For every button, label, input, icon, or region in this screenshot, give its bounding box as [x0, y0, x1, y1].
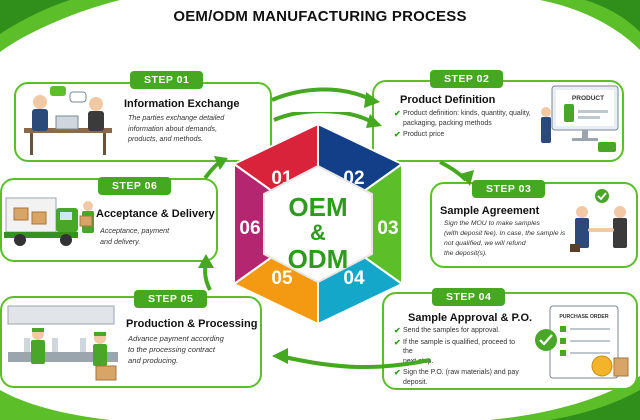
check-icon: ✔: [394, 337, 401, 347]
handshake-illustration: [568, 186, 634, 264]
direction-triangle-icon: [420, 220, 426, 228]
step-01-title: Information Exchange: [124, 98, 240, 110]
step-02-badge: STEP 02: [430, 70, 504, 88]
desc-line: Sign the MOU to make samples: [444, 220, 540, 227]
direction-triangle-icon: [210, 220, 216, 228]
step-04-badge: STEP 04: [432, 288, 506, 306]
desc-line: and producing.: [128, 356, 179, 365]
decorative-swoosh-top-left: [0, 0, 120, 52]
desc-line: Advance payment according: [128, 334, 224, 343]
step-01-description: The parties exchange detailed informatio…: [128, 113, 268, 145]
desc-line: information about demands,: [128, 123, 218, 133]
segment-label-04: 04: [343, 268, 365, 289]
decorative-swoosh-top-right: [540, 0, 640, 50]
cycle-arrow-top: [273, 112, 373, 124]
desc-line: to the processing contract: [128, 345, 215, 354]
step-05-title: Production & Processing: [126, 318, 258, 330]
page-title: OEM/ODM MANUFACTURING PROCESS: [173, 8, 467, 25]
list-item: ✔Send the samples for approval.: [394, 326, 520, 336]
purchase-order-label: PURCHASE ORDER: [559, 314, 609, 320]
desc-line: not qualified, we will refund: [444, 240, 526, 247]
desc-line: The parties exchange detailed: [128, 113, 225, 122]
step-05-description: Advance payment according to the process…: [128, 333, 262, 366]
desc-line: Acceptance, payment: [100, 226, 170, 235]
step-02-title: Product Definition: [400, 94, 496, 106]
check-icon: ✔: [394, 109, 401, 118]
meeting-illustration: [16, 84, 120, 160]
list-item: ✔Product price: [394, 130, 534, 140]
desc-line: (with deposit fee). In case, the sample …: [444, 230, 566, 237]
segment-label-06: 06: [239, 218, 260, 239]
step-05-badge: STEP 05: [134, 290, 208, 308]
delivery-truck-illustration: [4, 188, 98, 256]
decorative-swoosh-bottom-left: [0, 390, 110, 420]
step-06-badge: STEP 06: [98, 177, 172, 195]
bullet-line: If the sample is qualified, proceed to t…: [403, 338, 516, 356]
step-03-title: Sample Agreement: [440, 205, 540, 217]
bullet-line: Product price: [403, 131, 445, 139]
bullet-line: Sign the P.O. (raw materials) and pay: [403, 369, 519, 377]
center-hexagon: [263, 164, 373, 284]
product-monitor-illustration: PRODUCT: [538, 82, 622, 160]
desc-line: and delivery.: [100, 236, 141, 246]
bullet-line: packaging, packing methods: [403, 119, 492, 127]
bullet-line: deposit.: [403, 378, 428, 386]
step-03-badge: STEP 03: [472, 180, 546, 198]
step-06-title: Acceptance & Delivery: [96, 208, 215, 220]
list-item: ✔Product definition: kinds, quantity, qu…: [394, 109, 534, 128]
step-02-bullets: ✔Product definition: kinds, quantity, qu…: [394, 109, 534, 142]
product-screen-label: PRODUCT: [572, 95, 604, 102]
center-text-oem: OEM: [288, 192, 347, 222]
step-03-description: Sign the MOU to make samples (with depos…: [444, 219, 568, 259]
step-06-description: Acceptance, payment and delivery.: [100, 226, 210, 247]
segment-label-03: 03: [377, 218, 398, 239]
factory-workers-illustration: [4, 298, 122, 386]
desc-line: the deposit(s).: [444, 250, 488, 257]
bullet-line: Product definition: kinds, quantity, qua…: [403, 110, 531, 117]
bullet-line: Send the samples for approval.: [403, 327, 500, 334]
decorative-swoosh-bottom-right: [490, 376, 640, 420]
desc-line: products, and methods.: [128, 134, 204, 143]
check-icon: ✔: [394, 130, 401, 140]
center-text-ampersand: &: [310, 220, 326, 245]
purchase-order-illustration: PURCHASE ORDER: [524, 300, 634, 386]
arrowhead-icon: [366, 114, 382, 128]
center-text-odm: ODM: [288, 244, 349, 274]
check-icon: ✔: [394, 368, 401, 378]
segment-label-05: 05: [271, 268, 293, 289]
step-04-title: Sample Approval & P.O.: [408, 312, 533, 324]
step-01-badge: STEP 01: [130, 71, 204, 89]
check-icon: ✔: [394, 326, 401, 335]
